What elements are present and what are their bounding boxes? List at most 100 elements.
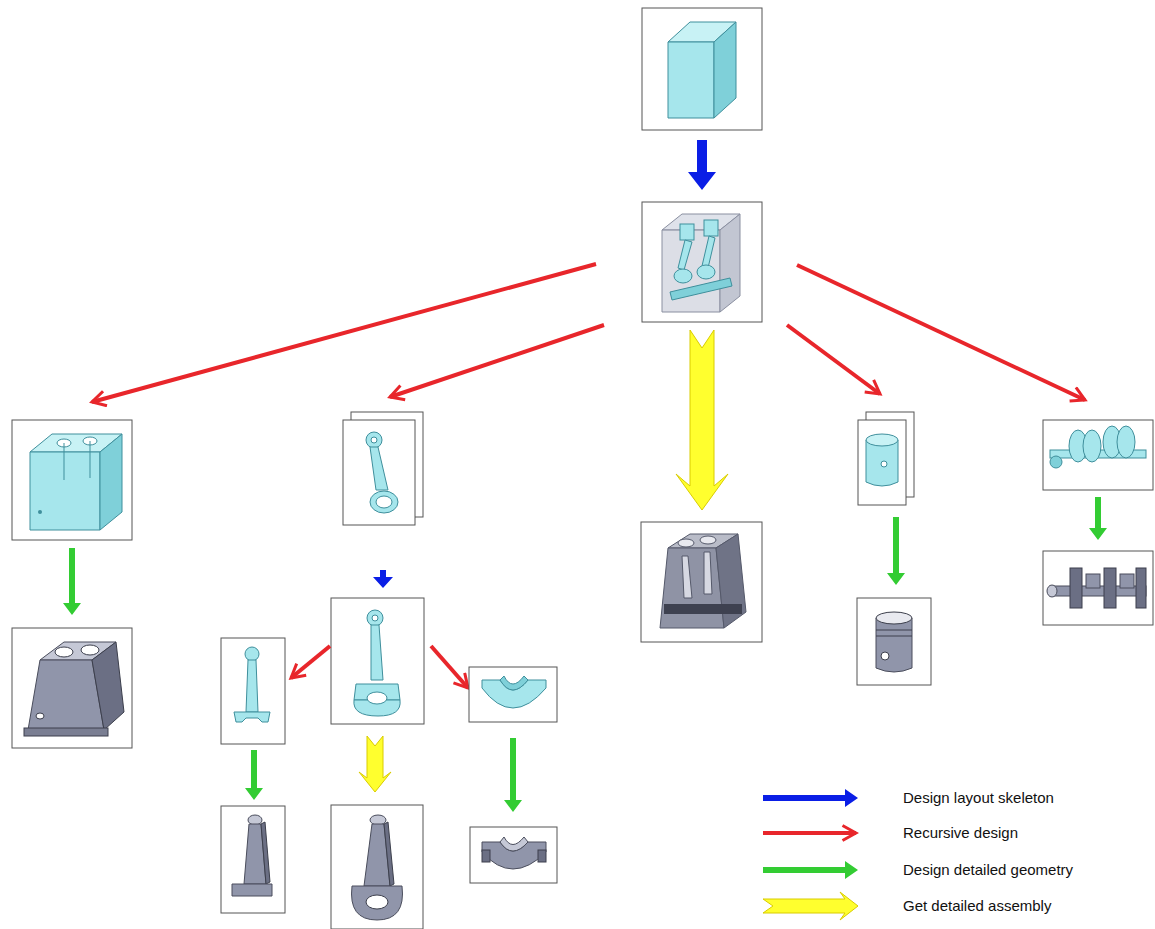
rod-skeleton-part <box>245 647 259 661</box>
block-detailed-part <box>81 645 99 655</box>
block-detailed-part <box>92 642 124 730</box>
assembly-arrow <box>359 736 391 792</box>
skeleton-assembly-part <box>678 240 692 270</box>
piston-skeleton-stack-part <box>881 461 887 467</box>
conrod-skeleton-stack <box>343 412 423 525</box>
conrod-detailed-part <box>331 805 423 929</box>
block-detailed-part <box>55 647 73 657</box>
crankshaft-skeleton-part <box>1043 420 1153 490</box>
crankshaft-detailed-part <box>1086 574 1100 588</box>
recursive-arrows-part <box>92 264 596 402</box>
rod-detailed <box>221 806 285 913</box>
legend-arrow <box>763 831 856 835</box>
block-detailed-part <box>12 628 132 748</box>
geometry-arrow <box>63 548 81 615</box>
crankshaft-skeleton-part <box>1083 430 1101 462</box>
geometry-arrow <box>504 738 522 812</box>
crankshaft-detailed-part <box>1043 551 1153 625</box>
conrod-skeleton-part <box>367 692 387 704</box>
conrod-skeleton-stack-part <box>370 491 398 513</box>
geometry-arrow <box>887 517 905 585</box>
block-detailed <box>12 628 132 748</box>
detailed-assembly-part <box>704 552 712 594</box>
cap-detailed-part <box>482 850 490 862</box>
assembly-arrow <box>676 330 728 510</box>
conrod-detailed-part <box>352 886 403 920</box>
block-skeleton-part <box>100 434 122 530</box>
detailed-assembly-part <box>660 548 724 628</box>
envelope-box <box>642 8 762 130</box>
conrod-skeleton-part <box>371 625 383 680</box>
detailed-assembly-part <box>678 539 694 547</box>
crankshaft-skeleton <box>1043 420 1153 490</box>
geometry-arrow <box>1089 497 1107 540</box>
rod-detailed-part <box>221 806 285 913</box>
skeleton-assembly-part <box>642 202 762 322</box>
conrod-skeleton <box>331 598 424 724</box>
crankshaft-detailed-part <box>1070 568 1082 608</box>
detailed-assembly-part <box>700 536 716 544</box>
cap-detailed <box>470 827 557 883</box>
cap-detailed-part <box>470 827 557 883</box>
recursive-arrows-part <box>797 265 1085 400</box>
skeleton-assembly <box>642 202 762 322</box>
conrod-skeleton-part <box>372 615 378 621</box>
piston-detailed-part <box>876 630 912 631</box>
block-detailed-part <box>24 728 108 736</box>
recursive-arrows <box>92 264 1085 402</box>
crankshaft-skeleton-part <box>1117 426 1135 458</box>
skeleton-assembly-part <box>680 224 694 240</box>
block-skeleton-part <box>64 443 65 480</box>
recursive-arrows-part <box>787 325 880 394</box>
legend-text: Get detailed assembly <box>903 897 1051 915</box>
legend-text: Design detailed geometry <box>903 861 1073 879</box>
cap-skeleton-part <box>469 667 557 722</box>
piston-skeleton-stack <box>858 412 914 505</box>
crankshaft-detailed-part <box>1047 585 1057 597</box>
rod-skeleton-part <box>221 638 285 744</box>
block-skeleton <box>12 420 132 540</box>
piston-detailed-part <box>876 636 912 637</box>
conrod-detailed-part <box>366 895 388 909</box>
cap-detailed-part <box>538 850 546 862</box>
conrod-skeleton-stack-part <box>343 420 415 525</box>
recursive-arrow <box>431 646 468 688</box>
block-skeleton-part <box>12 420 132 540</box>
piston-skeleton-stack-part <box>866 440 898 486</box>
skeleton-assembly-part <box>674 269 692 283</box>
skeleton-assembly-part <box>720 214 740 312</box>
rod-skeleton-part <box>246 660 258 712</box>
crankshaft-detailed-part <box>1136 568 1146 608</box>
cap-skeleton <box>469 667 557 722</box>
rod-detailed-part <box>232 884 272 896</box>
piston-skeleton-stack-part <box>866 434 898 446</box>
envelope-box-part <box>642 8 762 130</box>
skeleton-assembly-part <box>702 236 715 268</box>
conrod-detailed-part <box>384 822 394 886</box>
piston-detailed <box>857 598 931 685</box>
rod-skeleton <box>221 638 285 744</box>
detailed-assembly <box>641 522 762 642</box>
legend-arrow <box>763 892 858 920</box>
conrod-skeleton-part <box>331 598 424 724</box>
detailed-assembly-part <box>682 556 692 598</box>
conrod-skeleton-stack-part <box>376 496 392 508</box>
legend-arrow <box>763 861 858 879</box>
recursive-arrow <box>291 646 330 678</box>
envelope-box-part <box>668 42 714 118</box>
crankshaft-skeleton-part <box>1050 456 1062 468</box>
skeleton-assembly-part <box>670 278 732 300</box>
block-skeleton-part <box>90 441 91 478</box>
envelope-box-part <box>714 22 736 118</box>
crankshaft-detailed-part <box>1104 568 1116 608</box>
skeleton-arrow <box>688 140 716 190</box>
legend-arrow <box>763 789 858 807</box>
skeleton-assembly-part <box>697 265 715 279</box>
legend-text: Recursive design <box>903 824 1018 842</box>
legend-samples <box>763 789 858 920</box>
crankshaft-detailed <box>1043 551 1153 625</box>
skeleton-assembly-part <box>662 230 720 312</box>
block-detailed-part <box>36 713 44 719</box>
piston-detailed-part <box>857 598 931 685</box>
conrod-detailed <box>331 805 423 929</box>
